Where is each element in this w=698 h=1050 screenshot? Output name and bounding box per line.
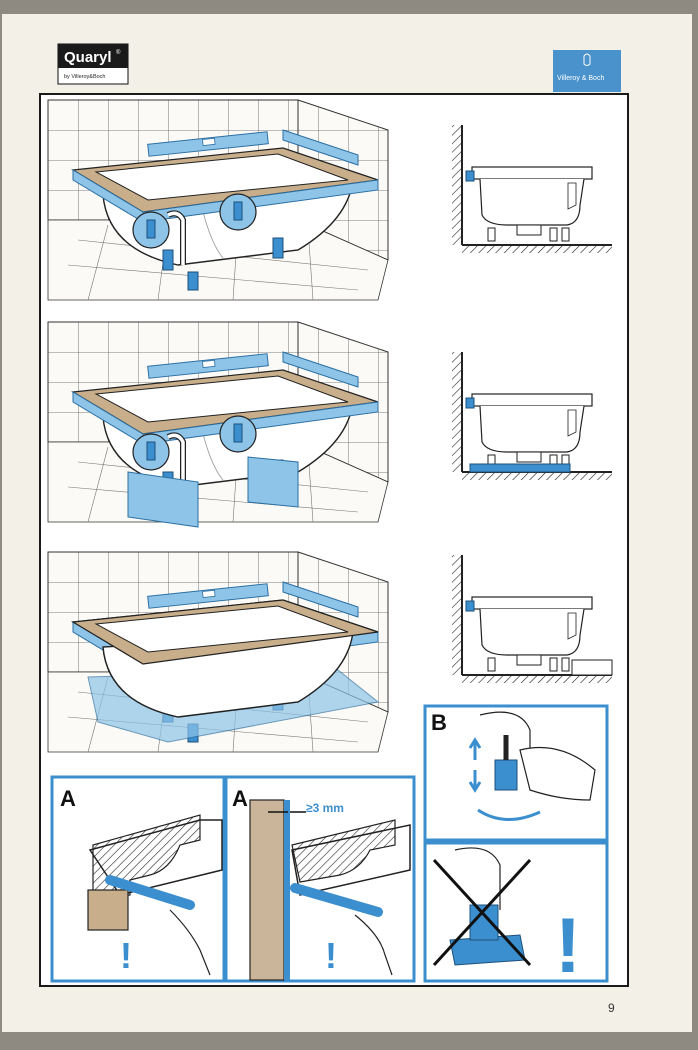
warning-icon-b: !: [555, 901, 581, 989]
warning-icon-a-right: !: [325, 935, 337, 976]
side-view-rails: [451, 351, 613, 481]
detail-a-left-label: A: [60, 786, 76, 811]
arrow-up-icon: [468, 737, 482, 760]
install-view-rails: [48, 322, 388, 528]
villeroy-boch-logo-text: Villeroy & Boch: [557, 75, 604, 82]
quaryl-logo: Quaryl ® by Villeroy&Boch: [57, 43, 129, 85]
install-view-recess: [48, 552, 388, 752]
detail-b-label: B: [431, 710, 447, 735]
quaryl-logo-text: Quaryl: [64, 49, 112, 66]
install-view-feet: [48, 100, 388, 300]
page-number: 9: [608, 1001, 615, 1015]
detail-b-panel: B: [423, 704, 609, 842]
quaryl-logo-subtitle: by Villeroy&Boch: [64, 74, 105, 80]
villeroy-boch-logo: Villeroy & Boch: [553, 50, 621, 92]
rotate-arrow-icon: [477, 808, 541, 822]
warning-icon-a-left: !: [120, 935, 132, 976]
crest-icon: [583, 53, 591, 66]
detail-a-right-label: A: [232, 786, 248, 811]
arrow-down-icon: [468, 770, 482, 793]
side-view-recess: [451, 554, 613, 684]
detail-a-left-panel: A !: [50, 775, 226, 983]
quaryl-logo-registered: ®: [116, 49, 121, 56]
incorrect-install-panel: !: [423, 841, 609, 989]
detail-a-right-panel: A ≥3 mm !: [224, 775, 416, 983]
gap-dimension-label: ≥3 mm: [306, 801, 344, 815]
cross-out-line-2: [432, 858, 532, 967]
